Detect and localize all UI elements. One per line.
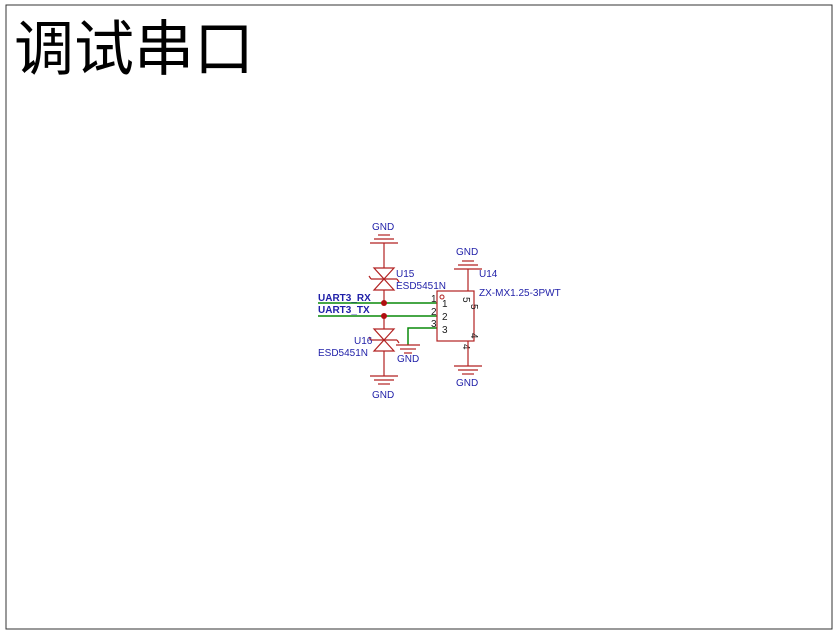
sheet-border [5,4,833,630]
u15-ref: U15 [396,269,415,280]
pin-3-outer: 3 [431,319,437,330]
pin-2-outer: 2 [431,307,437,318]
junction-rx [381,300,387,306]
tvs-diode-u15[interactable]: GND U15 ESD5451N [368,222,446,300]
gnd-symbol-u14-bottom [454,341,482,375]
junction-tx [381,313,387,319]
u15-part: ESD5451N [396,281,446,292]
pin-5-inner: 5 [468,304,479,310]
gnd-label-u14-top: GND [456,247,478,258]
net-uart3-tx[interactable]: UART3_TX [318,305,437,319]
gnd-label-pin3: GND [397,354,419,365]
connector-body [436,290,475,342]
pin-5-outer: 5 [460,297,471,303]
gnd-symbol-u14-top [454,260,482,291]
pin-1-outer: 1 [431,294,437,305]
gnd-label-u14-bottom: GND [456,378,478,389]
u14-part: ZX-MX1.25-3PWT [479,288,561,299]
pin-4-outer: 4 [460,344,471,350]
pin-4-inner: 4 [468,333,479,339]
u14-ref: U14 [479,269,498,280]
pin-2-inner: 2 [442,312,448,323]
gnd-label-u16: GND [372,390,394,401]
pin1-marker [439,294,445,300]
connector-u14[interactable]: 1 1 2 2 3 3 5 5 4 4 GND GND U14 ZX-MX1.2… [431,247,561,389]
gnd-symbol-u16 [370,351,398,385]
sheet-title: 调试串口 [14,15,254,85]
net-label-rx: UART3_RX [318,293,371,304]
u16-part: ESD5451N [318,348,368,359]
net-uart3-rx[interactable]: UART3_RX [318,293,437,306]
tvs-diode-u16[interactable]: U16 ESD5451N GND [318,316,400,401]
gnd-symbol-u15 [370,234,398,268]
pin-3-inner: 3 [442,325,448,336]
pin-1-inner: 1 [442,299,448,310]
gnd-label-u15: GND [372,222,394,233]
net-label-tx: UART3_TX [318,305,370,316]
net-pin3-gnd[interactable]: GND [396,327,437,365]
u16-ref: U16 [354,336,373,347]
gnd-symbol-pin3 [396,344,420,354]
